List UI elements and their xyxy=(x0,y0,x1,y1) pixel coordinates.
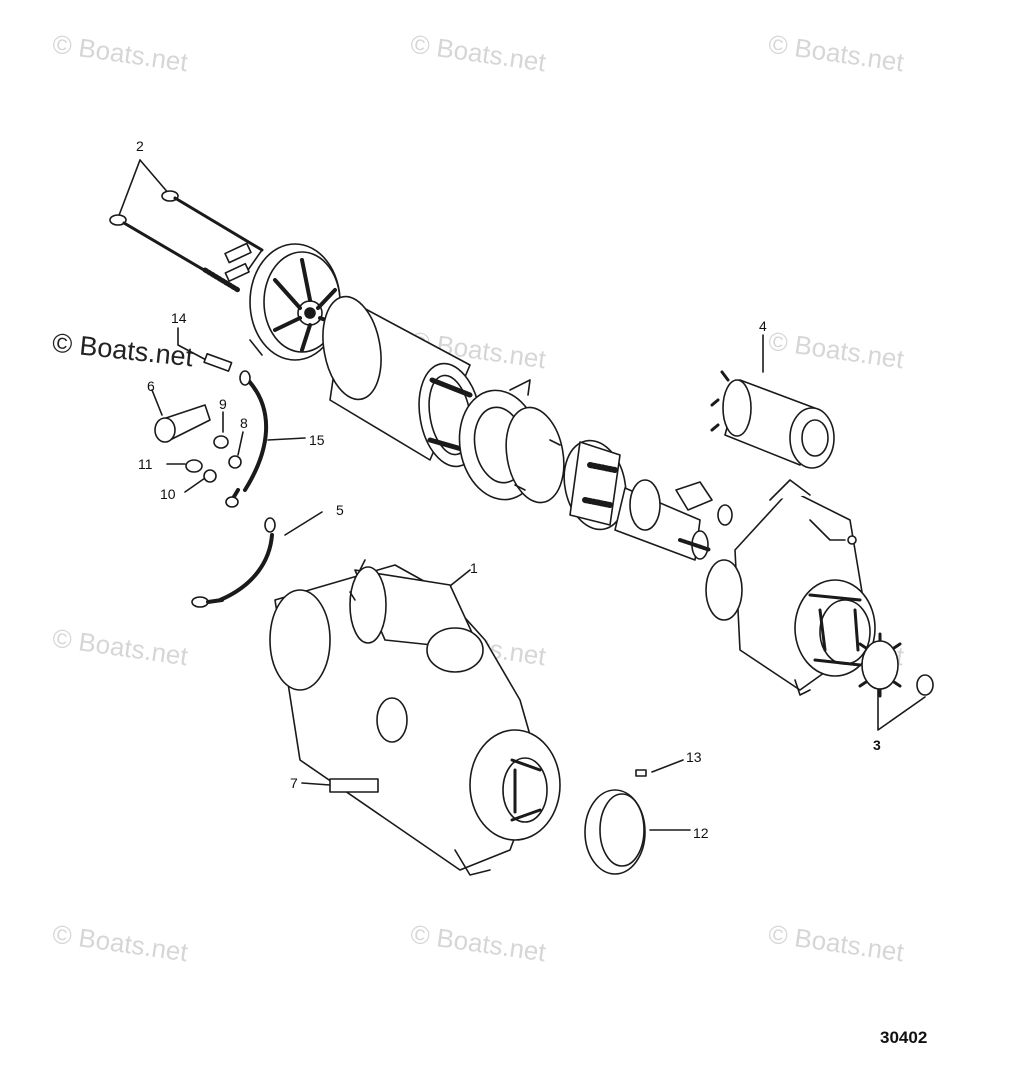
callout-8: 8 xyxy=(240,415,248,431)
diagram-number: 30402 xyxy=(880,1028,928,1047)
callout-6: 6 xyxy=(147,378,155,394)
decal xyxy=(301,778,379,793)
nuts-and-washers xyxy=(166,411,244,493)
drive-pinion xyxy=(858,632,934,731)
callout-5: 5 xyxy=(336,502,344,518)
screw xyxy=(177,327,233,372)
battery-cable-long xyxy=(191,511,323,608)
callout-10: 10 xyxy=(160,486,176,502)
shift-lever xyxy=(675,481,733,526)
callout-11: 11 xyxy=(138,456,153,472)
heat-shield xyxy=(584,759,691,875)
callout-14: 14 xyxy=(171,310,187,326)
armature xyxy=(563,439,712,561)
callout-12: 12 xyxy=(693,825,709,841)
solenoid xyxy=(710,334,835,469)
callout-4: 4 xyxy=(759,318,767,334)
drive-housing-gasket xyxy=(458,379,565,504)
drive-housing xyxy=(705,479,876,696)
callout-15: 15 xyxy=(309,432,325,448)
callout-1: 1 xyxy=(470,560,478,576)
callout-2: 2 xyxy=(136,138,144,154)
terminal-boot xyxy=(151,389,211,443)
callout-3: 3 xyxy=(873,737,881,753)
through-bolts xyxy=(109,159,264,293)
field-frame xyxy=(322,295,482,468)
callout-9: 9 xyxy=(219,396,227,412)
starter-assembly xyxy=(269,559,561,876)
commutator-end-frame xyxy=(224,242,342,361)
callout-7: 7 xyxy=(290,775,298,791)
callout-13: 13 xyxy=(686,749,702,765)
battery-cable-short xyxy=(225,370,306,508)
